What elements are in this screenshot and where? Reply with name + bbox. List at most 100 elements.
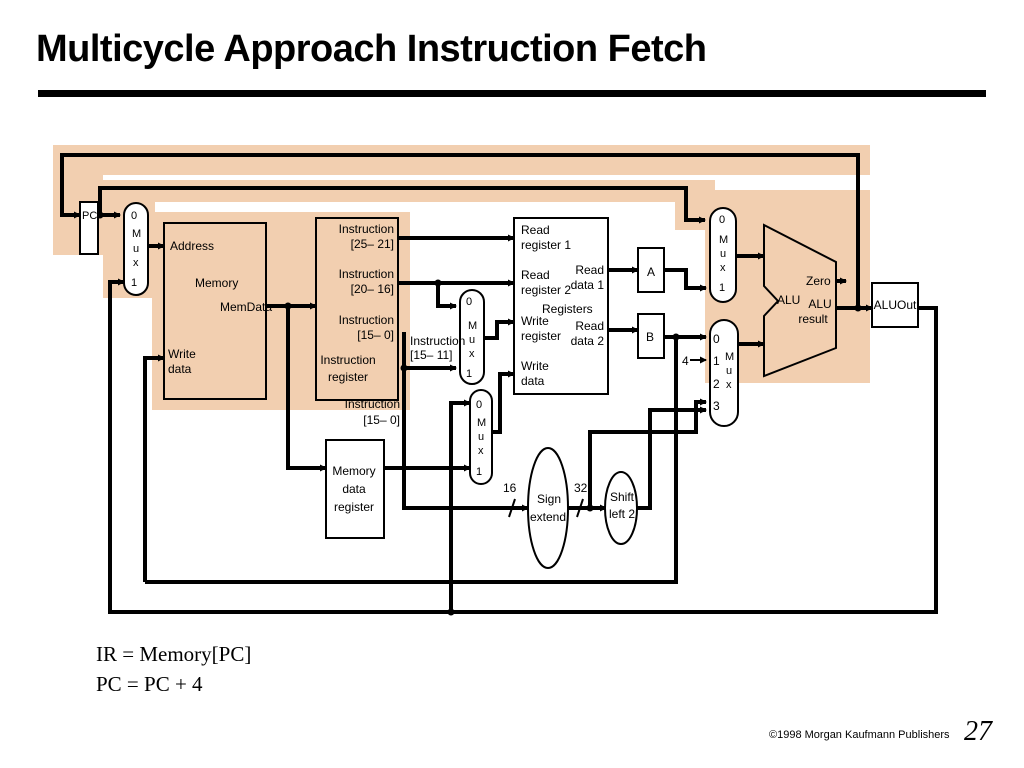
regs-rd2-line1: Read	[575, 319, 604, 333]
mux-pc	[123, 202, 149, 296]
pc-label: PC	[82, 210, 97, 222]
equation-ir: IR = Memory[PC]	[96, 642, 252, 666]
regs-name: Registers	[542, 302, 593, 316]
ir-rd-line2: [15– 11]	[410, 348, 452, 362]
register-a-label: A	[647, 265, 655, 279]
mux-mtr-in0: 0	[476, 399, 482, 411]
ir-low-line1: Instruction	[345, 397, 400, 411]
mux-memtoreg	[469, 389, 493, 485]
regs-wd-line1: Write	[521, 359, 549, 373]
memory-writedata-line2: data	[168, 362, 192, 376]
pc-register	[79, 201, 99, 255]
ir-name-line2: register	[328, 370, 368, 384]
mux-alusrcb-x: x	[726, 379, 732, 391]
wire-b-to-memwrite	[143, 354, 165, 582]
wire-mux-to-writedata	[492, 370, 515, 434]
mux-alusrcb-in3: 3	[713, 399, 720, 413]
const-four: 4	[682, 354, 689, 368]
regs-rr2-line1: Read	[521, 268, 550, 282]
mux-alusrca-x: x	[720, 262, 726, 274]
mux-alusrcb-in0: 0	[713, 332, 720, 346]
mux-regdst-u: u	[469, 334, 475, 346]
register-b-label: B	[646, 330, 654, 344]
mux-pc-in0: 0	[131, 210, 137, 222]
ir-f3-line2: [15– 0]	[357, 328, 394, 342]
mux-alusrcb-in2: 2	[713, 377, 720, 391]
ir-low-line2: [15– 0]	[363, 413, 400, 427]
regs-wr-line2: register	[521, 329, 561, 343]
wire-shift-to-mux	[637, 406, 707, 510]
mux-pc-x: x	[133, 257, 139, 269]
alu-label: ALU	[777, 293, 800, 307]
regs-rd1-line2: data 1	[571, 278, 605, 292]
page-title: Multicycle Approach Instruction Fetch	[36, 28, 707, 70]
memory-unit	[163, 222, 267, 400]
wire-a-to-mux	[664, 268, 707, 292]
bus-width-32: 32	[574, 481, 588, 495]
wire-aluout-feedback	[108, 278, 938, 614]
memory-writedata-line1: Write	[168, 347, 196, 361]
wire-rt-to-mux	[436, 283, 457, 310]
bus-slash-32	[576, 498, 584, 518]
mux-alusrca-u: u	[720, 248, 726, 260]
mux-mtr-m: M	[477, 417, 486, 429]
regs-wr-line1: Write	[521, 314, 549, 328]
instruction-register	[315, 217, 399, 401]
alu-result-line2: result	[798, 312, 828, 326]
wire-b-loop	[145, 337, 678, 584]
ir-name-line1: Instruction	[320, 353, 375, 367]
bus-width-16: 16	[503, 481, 517, 495]
memory-data-register	[325, 439, 385, 539]
ir-f2-line2: [20– 16]	[351, 282, 394, 296]
wire-sign-to-mux	[588, 398, 707, 508]
shift-left-line1: Shift	[610, 490, 635, 504]
mux-alusrcb-in1: 1	[713, 354, 720, 368]
bus-slash-16	[508, 498, 516, 518]
wire-alu-to-pc	[60, 153, 860, 308]
shift-left-unit	[604, 471, 638, 545]
mux-alusrca-in1: 1	[719, 282, 725, 294]
regs-rd2-line2: data 2	[571, 334, 605, 348]
mux-pc-m: M	[132, 228, 141, 240]
regs-rr2-line2: register 2	[521, 283, 571, 297]
alu-unit	[763, 223, 837, 378]
mux-mtr-x: x	[478, 445, 484, 457]
components	[79, 201, 919, 569]
mux-pc-u: u	[133, 243, 139, 255]
mdr-line1: Memory	[332, 464, 375, 478]
mux-mtr-u: u	[478, 431, 484, 443]
memory-label: Memory	[195, 276, 238, 290]
mux-alusrca-in0: 0	[719, 214, 725, 226]
ir-f3-line1: Instruction	[339, 313, 394, 327]
title-divider	[38, 90, 986, 97]
mux-pc-in1: 1	[131, 277, 137, 289]
memory-address-label: Address	[170, 239, 214, 253]
wires	[60, 153, 938, 614]
mdr-line2: data	[342, 482, 366, 496]
mux-regdst-m: M	[468, 320, 477, 332]
ir-f1-line1: Instruction	[339, 222, 394, 236]
wire-aluout-to-mux	[449, 399, 471, 612]
mux-regdst-in0: 0	[466, 296, 472, 308]
wire-pc-to-alumux	[98, 186, 706, 224]
register-b	[637, 313, 665, 359]
alu-zero-label: Zero	[806, 274, 831, 288]
aluout-label: ALUOut	[874, 298, 917, 312]
register-a	[637, 247, 665, 293]
regs-rr1-line2: register 1	[521, 238, 571, 252]
copyright-footer: ©1998 Morgan Kaufmann Publishers	[769, 729, 950, 741]
mux-regdst-x: x	[469, 348, 475, 360]
regs-rd1-line1: Read	[575, 263, 604, 277]
mux-alusrca-m: M	[719, 234, 728, 246]
mux-alusrcb	[709, 319, 739, 427]
regs-wd-line2: data	[521, 374, 545, 388]
wire-mux-to-writereg	[484, 318, 515, 340]
sign-extend-line1: Sign	[537, 492, 561, 506]
mux-regdst	[459, 289, 485, 385]
ir-f1-line2: [25– 21]	[351, 237, 394, 251]
sign-extend-line2: extend	[530, 510, 566, 524]
ir-rd-line1: Instruction	[410, 334, 465, 348]
aluout-register	[871, 282, 919, 328]
mux-regdst-in1: 1	[466, 368, 472, 380]
